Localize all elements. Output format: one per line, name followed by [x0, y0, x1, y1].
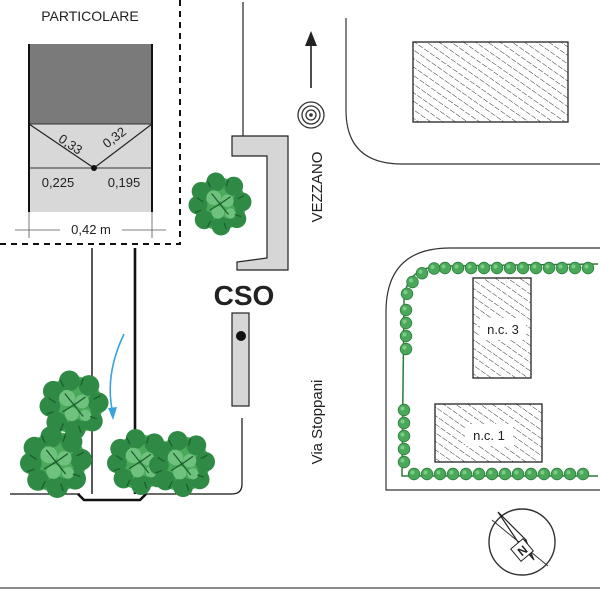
- hedge-bush-icon: [397, 455, 411, 469]
- tree-icon: [187, 171, 253, 237]
- hedge-bush-icon: [406, 275, 419, 289]
- detail-title: PARTICOLARE: [41, 8, 139, 24]
- hedge-bush-icon: [397, 403, 411, 417]
- cso-label: CSO: [214, 280, 275, 311]
- hedge-bush-icon: [529, 261, 543, 275]
- hedge-bush-icon: [459, 467, 473, 481]
- hedge-bush-icon: [399, 342, 413, 356]
- building-nc1: n.c. 1: [434, 403, 543, 463]
- hedge-bush-icon: [397, 442, 411, 456]
- hedge-bush-icon: [397, 429, 411, 443]
- hedge-bush-icon: [399, 303, 413, 317]
- hedge-bush-icon: [503, 261, 517, 275]
- via-stoppani-label: Via Stoppani: [309, 380, 326, 465]
- hedge-bush-icon: [485, 467, 499, 481]
- block-hedge: [397, 261, 599, 481]
- hedge-bush-icon: [477, 261, 491, 275]
- total-width-label: 0,42 m: [71, 222, 111, 237]
- hedge-bush-icon: [400, 287, 414, 301]
- hedge-bush-icon: [446, 467, 460, 481]
- hedge-bush-icon: [399, 329, 413, 343]
- channel-center-point: [91, 165, 97, 171]
- road: CSO: [0, 2, 600, 589]
- flow-arrow-icon: [108, 333, 125, 420]
- hedge-bush-icon: [438, 261, 452, 275]
- hedge-bush-icon: [555, 261, 569, 275]
- hedge-bush-icon: [524, 467, 538, 481]
- hedge-bush-icon: [576, 467, 590, 481]
- road-edge-bottom: [385, 247, 600, 491]
- building-top: [412, 41, 569, 123]
- building-nc3: n.c. 3: [472, 277, 532, 379]
- hedge-bush-icon: [550, 467, 564, 481]
- hedge-bush-icon: [464, 261, 478, 275]
- target-symbol-icon: [297, 101, 325, 129]
- hedge-bush-icon: [498, 467, 512, 481]
- hedge-bush-icon: [490, 261, 504, 275]
- channel-bottom: [77, 493, 147, 502]
- hedge-bush-icon: [397, 416, 411, 430]
- compass-rose-icon: N: [488, 508, 556, 576]
- cso-manhole: [236, 331, 246, 341]
- hedge-bush-icon: [420, 467, 434, 481]
- vezzano-label: VEZZANO: [309, 152, 326, 223]
- hedge-bush-icon: [472, 467, 486, 481]
- building-1-label: n.c. 1: [473, 428, 505, 443]
- right-width-label: 0,195: [108, 175, 141, 190]
- hedge-bush-icon: [511, 467, 525, 481]
- hedge-bush-icon: [563, 467, 577, 481]
- hedge-bush-icon: [407, 467, 421, 481]
- hedge-bush-icon: [537, 467, 551, 481]
- hedge-bush-icon: [516, 261, 530, 275]
- detail-frame: [0, 0, 181, 245]
- road-edge-top: [345, 18, 600, 165]
- hedge-bush-icon: [427, 262, 441, 275]
- hedge-bush-icon: [399, 316, 413, 330]
- hedge-bush-icon: [568, 261, 582, 275]
- building-3-label: n.c. 3: [487, 322, 519, 337]
- hedge-bush-icon: [542, 261, 556, 275]
- kerb-structure: [231, 135, 289, 271]
- left-width-label: 0,225: [42, 175, 75, 190]
- tree-icon: [19, 425, 93, 499]
- hedge-bush-icon: [581, 261, 595, 275]
- hedge-bush-icon: [433, 467, 447, 481]
- detail-section: PARTICOLARE 0,33 0,32 0,225 0,195 0,42 m: [0, 0, 181, 245]
- hedge-bush-icon: [451, 261, 465, 275]
- channel-dark-section: [29, 44, 152, 124]
- ground-line-right: [146, 418, 243, 495]
- direction-arrow-icon: [305, 31, 317, 88]
- cso-chamber: [231, 312, 250, 407]
- hedge-bush-icon: [415, 266, 429, 280]
